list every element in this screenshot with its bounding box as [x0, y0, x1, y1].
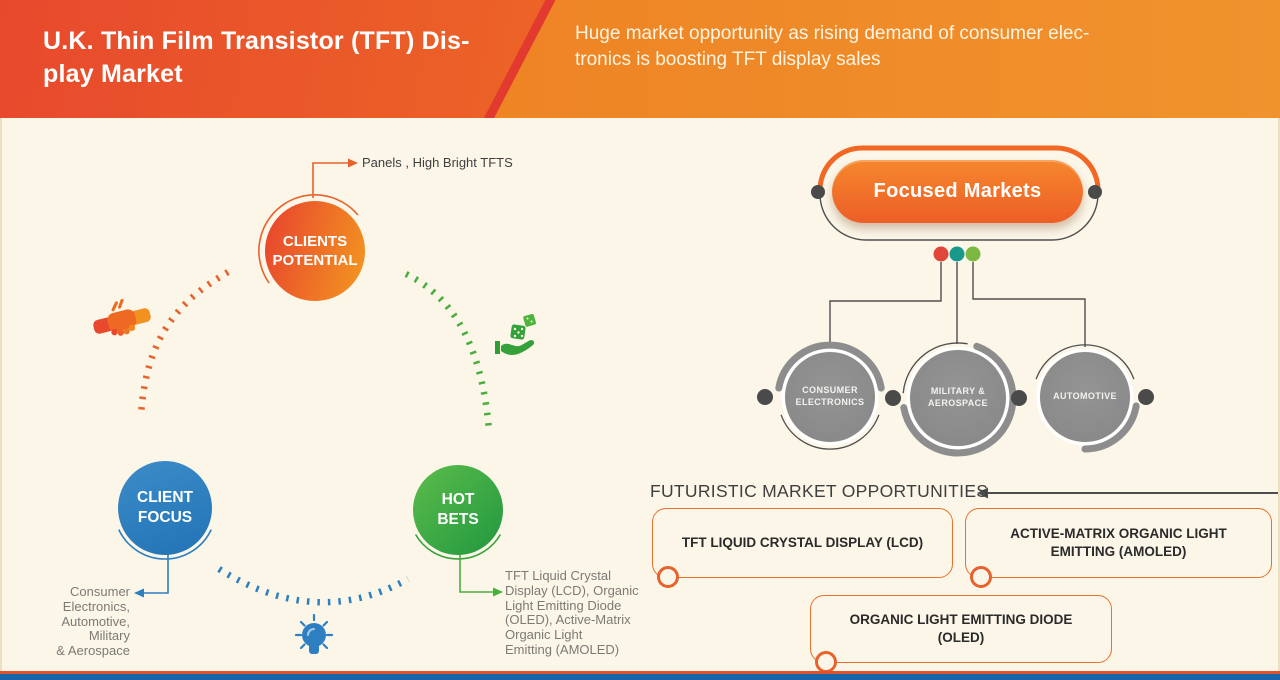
branch-lines	[829, 262, 1086, 347]
dotted-arc-green	[404, 271, 493, 431]
page-title-line-2: play Market	[43, 60, 183, 88]
market-ring-thin-2	[902, 342, 968, 394]
arrowhead-hot-bets	[493, 587, 503, 597]
hand-dice-icon	[493, 312, 539, 365]
opportunity-box-oled: ORGANIC LIGHT EMITTING DIODE (OLED)	[810, 595, 1112, 673]
pill-ring-bottom	[819, 193, 1099, 241]
market-circle-consumer-electronics: CONSUMER ELECTRONICS	[785, 352, 875, 442]
legend-dot-red	[933, 246, 949, 262]
page-subtitle-line-1: Huge market opportunity as rising demand…	[575, 23, 1090, 44]
node-hot-bets: HOT BETS	[413, 465, 503, 555]
opportunity-box-amoled: ACTIVE-MATRIX ORGANIC LIGHT EMITTING (AM…	[965, 508, 1272, 588]
legend-dot-teal	[949, 246, 965, 262]
node-label-line: CLIENT	[137, 488, 193, 506]
arrowhead-client-focus	[134, 588, 144, 598]
node-label-line: BETS	[437, 511, 479, 528]
header-bg-left	[0, 0, 546, 118]
node-label-line: CLIENTS	[282, 232, 348, 250]
connector-client-focus	[144, 552, 169, 594]
pill-dot-left	[811, 185, 825, 199]
market-circle-military-aerospace: MILITARY & AEROSPACE	[910, 350, 1006, 446]
box-corner-ring-icon	[657, 566, 679, 588]
callout-clients-potential: Panels , High Bright TFTS	[362, 155, 513, 170]
lightbulb-icon	[292, 611, 336, 670]
arrowhead-clients-potential	[348, 158, 358, 168]
content-left-edge	[0, 118, 2, 680]
box-corner-ring-icon	[815, 651, 837, 673]
pill-ring-top	[817, 145, 1101, 193]
page-title: U.K. Thin Film Transistor (TFT) Dis- pla…	[43, 25, 470, 91]
arc-client-focus	[118, 529, 212, 560]
page-subtitle-line-2: tronics is boosting TFT display sales	[575, 48, 881, 70]
node-label-line: POTENTIAL	[272, 252, 358, 269]
market-row-dot-1	[757, 389, 773, 405]
arc-clients-potential	[258, 194, 359, 284]
box-corner-ring-icon	[970, 566, 992, 588]
market-ring-thick-3	[1081, 402, 1140, 453]
content-right-edge	[1278, 118, 1280, 680]
opportunities-heading: FUTURISTIC MARKET OPPORTUNITIES	[650, 481, 989, 501]
page-title-line-1: U.K. Thin Film Transistor (TFT) Dis-	[43, 27, 470, 55]
node-label-line: HOT	[441, 490, 475, 508]
callout-client-focus: Consumer Electronics, Automotive, Milita…	[56, 584, 130, 659]
dotted-arc-blue	[217, 566, 410, 606]
callout-hot-bets: TFT Liquid Crystal Display (LCD), Organi…	[505, 568, 639, 658]
footer-bar	[0, 674, 1280, 680]
arc-hot-bets	[414, 534, 502, 560]
handshake-icon	[92, 298, 152, 348]
market-ring-thick-2	[900, 342, 1017, 457]
focused-markets-pill: Focused Markets	[832, 160, 1083, 223]
legend-dot-green	[965, 246, 981, 262]
market-ring-thick-1	[775, 341, 885, 392]
node-label-line: FOCUS	[137, 509, 193, 526]
market-ring-thin-1	[780, 414, 880, 450]
opportunity-box-lcd: TFT LIQUID CRYSTAL DISPLAY (LCD)	[652, 508, 953, 588]
market-ring-thin-3	[1035, 344, 1135, 380]
market-halo-1	[781, 348, 879, 446]
market-circle-automotive: AUTOMOTIVE	[1040, 352, 1130, 442]
node-client-focus: CLIENT FOCUS	[118, 461, 212, 555]
pill-dot-right	[1088, 185, 1102, 199]
dotted-arc-orange	[137, 269, 230, 417]
footer-accent-line	[0, 671, 1280, 674]
market-halo-3	[1036, 348, 1134, 446]
opportunities-arrowhead	[977, 487, 988, 499]
connector-hot-bets	[459, 552, 493, 593]
market-row-dot-3	[1011, 390, 1027, 406]
market-row-dot-4	[1138, 389, 1154, 405]
header-banner: U.K. Thin Film Transistor (TFT) Dis- pla…	[0, 0, 1280, 118]
node-clients-potential: CLIENTS POTENTIAL	[265, 201, 365, 301]
page-subtitle: Huge market opportunity as rising demand…	[575, 21, 1089, 72]
connector-clients-potential	[312, 162, 348, 198]
market-row-dot-2	[885, 390, 901, 406]
market-halo-2	[906, 346, 1010, 450]
